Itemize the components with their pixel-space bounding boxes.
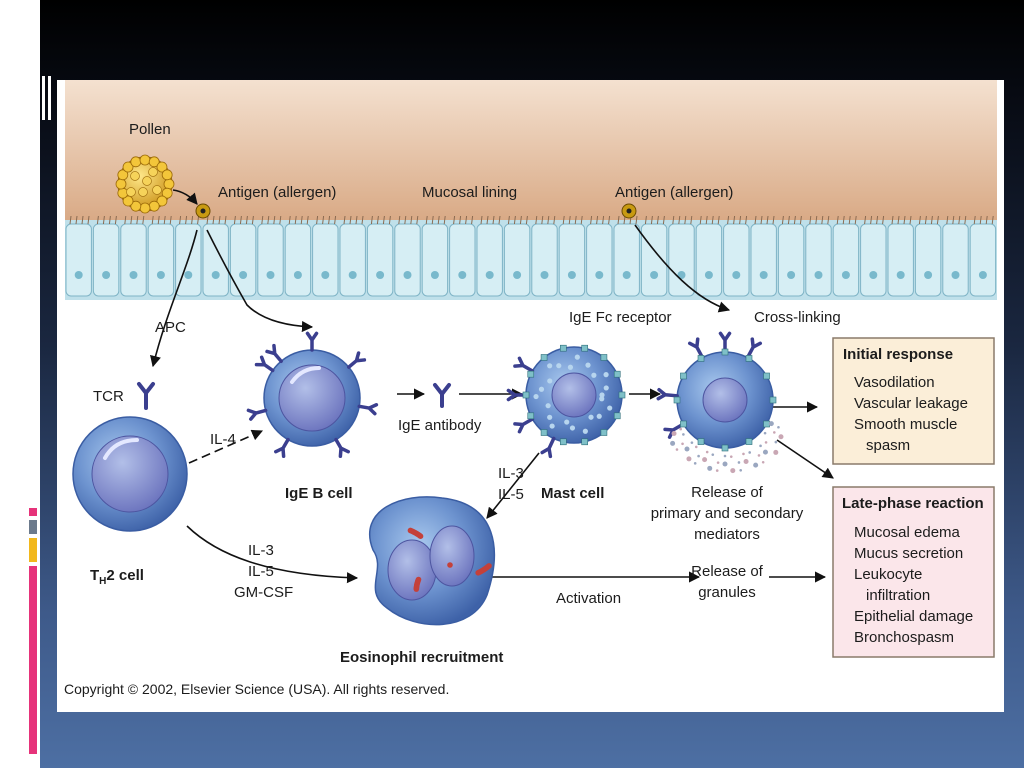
release-mediators-label-2: primary and secondary	[651, 505, 804, 522]
pollen-label: Pollen	[129, 121, 171, 138]
il3-label-b: IL-3	[248, 542, 274, 559]
pathway-arrows	[150, 189, 834, 584]
side-color-strip	[29, 508, 37, 754]
tcr-receptor	[137, 382, 155, 410]
release-granules-label-2: granules	[698, 584, 756, 601]
release-mediators-label-3: mediators	[694, 526, 760, 543]
antigen-left-icon	[195, 203, 211, 219]
il4-label: IL-4	[210, 431, 236, 448]
initial-response-item: Smooth muscle	[854, 416, 957, 433]
initial-response-item: spasm	[866, 437, 910, 454]
ige-antibody-icon	[433, 383, 451, 408]
pollen-grain	[115, 154, 175, 214]
epithelial-cells	[65, 215, 997, 300]
ige-antibody-label: IgE antibody	[398, 417, 482, 434]
copyright-text: Copyright © 2002, Elsevier Science (USA)…	[64, 681, 449, 697]
activated-mast-cell	[656, 331, 784, 474]
ige-b-cell-label: IgE B cell	[285, 485, 353, 502]
cross-linking-label: Cross-linking	[754, 309, 841, 326]
release-mediators-label-1: Release of	[691, 484, 764, 501]
eosinophil-recruitment-label: Eosinophil recruitment	[340, 649, 503, 666]
tcr-label: TCR	[93, 388, 124, 405]
initial-response-title: Initial response	[843, 346, 953, 363]
gm-csf-label: GM-CSF	[234, 584, 293, 601]
allergy-diagram: Pollen Antigen (allergen) Mucosal lining…	[57, 80, 1004, 712]
ige-fc-receptor-label: IgE Fc receptor	[569, 309, 672, 326]
il3-label-a: IL-3	[498, 465, 524, 482]
initial-response-item: Vasodilation	[854, 374, 935, 391]
antigen-right-icon	[621, 203, 637, 219]
release-granules-label-1: Release of	[691, 563, 764, 580]
il5-label-b: IL-5	[248, 563, 274, 580]
mucosal-lining-label: Mucosal lining	[422, 184, 517, 201]
mucosal-layer	[65, 80, 997, 220]
late-phase-item: Epithelial damage	[854, 608, 973, 625]
late-phase-box: Late-phase reaction Mucosal edema Mucus …	[832, 486, 995, 658]
activation-label: Activation	[556, 590, 621, 607]
initial-response-box: Initial response Vasodilation Vascular l…	[832, 337, 995, 465]
late-phase-item: Mucus secretion	[854, 545, 963, 562]
ige-b-cell	[246, 331, 379, 458]
late-phase-item: Leukocyte	[854, 566, 922, 583]
initial-response-item: Vascular leakage	[854, 395, 968, 412]
mast-cell	[506, 344, 626, 459]
eosinophil	[369, 496, 496, 626]
th2-cell	[72, 416, 188, 532]
antigen-label-left: Antigen (allergen)	[218, 184, 336, 201]
il5-label-a: IL-5	[498, 486, 524, 503]
late-phase-item: Bronchospasm	[854, 629, 954, 646]
th2-cell-label: TH2 cell	[90, 567, 144, 587]
apc-label: APC	[155, 319, 186, 336]
late-phase-item: Mucosal edema	[854, 524, 961, 541]
antigen-label-right: Antigen (allergen)	[615, 184, 733, 201]
decorative-bars	[24, 76, 51, 120]
late-phase-title: Late-phase reaction	[842, 495, 984, 512]
mast-cell-label: Mast cell	[541, 485, 604, 502]
late-phase-item: infiltration	[866, 587, 930, 604]
